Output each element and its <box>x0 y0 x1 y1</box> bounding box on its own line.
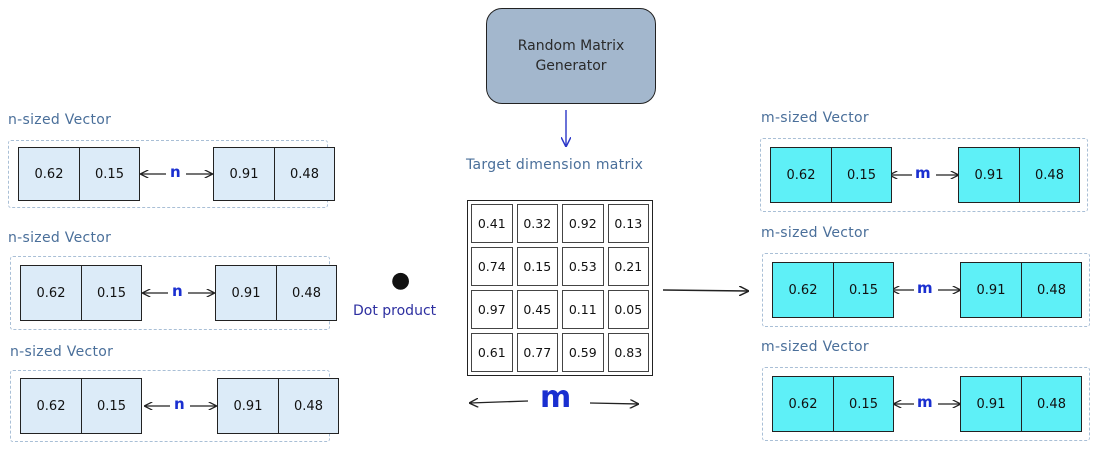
vector-cell: 0.91 <box>974 167 1004 183</box>
vector-cell: 0.62 <box>788 282 818 298</box>
vector-cell: 0.48 <box>276 266 336 320</box>
vector-segment: 0.91 0.48 <box>215 265 337 321</box>
vector-segment: 0.62 0.15 <box>770 147 892 203</box>
matrix-cell: 0.77 <box>516 333 558 372</box>
output-vector-group <box>760 138 1088 212</box>
input-vector-title: n-sized Vector <box>8 230 112 246</box>
vector-cell: 0.91 <box>233 398 263 414</box>
vector-cell: 0.15 <box>833 377 893 431</box>
matrix-cell: 0.05 <box>607 290 649 329</box>
random-matrix-generator: Random Matrix Generator <box>486 8 656 104</box>
vector-segment: 0.91 0.48 <box>958 147 1080 203</box>
matrix-cell: 0.97 <box>471 290 513 329</box>
vector-cell: 0.62 <box>36 285 66 301</box>
vector-cell: 0.62 <box>36 398 66 414</box>
vector-cell: 0.15 <box>833 263 893 317</box>
matrix-cell: 0.13 <box>607 204 649 243</box>
matrix-cell: 0.45 <box>516 290 558 329</box>
vector-cell: 0.91 <box>976 396 1006 412</box>
result-arrow <box>662 290 748 291</box>
matrix-cell: 0.59 <box>562 333 604 372</box>
vector-cell: 0.15 <box>81 266 141 320</box>
vector-segment: 0.91 0.48 <box>960 376 1082 432</box>
vector-dimension-label: m <box>917 279 933 297</box>
matrix-cell: 0.15 <box>516 247 558 286</box>
matrix-cell: 0.53 <box>562 247 604 286</box>
vector-segment: 0.91 0.48 <box>960 262 1082 318</box>
vector-segment: 0.62 0.15 <box>20 378 142 434</box>
matrix-cell: 0.83 <box>607 333 649 372</box>
m-arrow-right <box>589 403 638 404</box>
matrix-cell: 0.41 <box>471 204 513 243</box>
output-vector-title: m-sized Vector <box>761 339 869 355</box>
vector-segment: 0.91 0.48 <box>217 378 339 434</box>
vector-cell: 0.91 <box>231 285 261 301</box>
vector-segment: 0.62 0.15 <box>772 376 894 432</box>
vector-cell: 0.48 <box>278 379 338 433</box>
vector-cell: 0.62 <box>788 396 818 412</box>
vector-dimension-label: m <box>917 393 933 411</box>
vector-cell: 0.48 <box>1021 263 1081 317</box>
vector-dimension-label: n <box>174 395 185 413</box>
output-vector-title: m-sized Vector <box>761 225 869 241</box>
vector-cell: 0.15 <box>79 148 139 200</box>
target-matrix-title: Target dimension matrix <box>466 157 644 173</box>
vector-cell: 0.62 <box>786 167 816 183</box>
target-dimension-matrix: 0.41 0.32 0.92 0.13 0.74 0.15 0.53 0.21 … <box>467 200 653 376</box>
dot-product-label: Dot product <box>353 303 437 319</box>
vector-cell: 0.48 <box>274 148 334 200</box>
vector-dimension-label: n <box>170 163 181 181</box>
matrix-dimension-label: m <box>540 380 572 415</box>
vector-dimension-label: m <box>915 164 931 182</box>
matrix-cell: 0.32 <box>516 204 558 243</box>
matrix-cell: 0.21 <box>607 247 649 286</box>
input-vector-title: n-sized Vector <box>10 344 114 360</box>
vector-cell: 0.91 <box>229 166 259 182</box>
dot-product-symbol: ● <box>391 268 411 293</box>
input-vector-title: n-sized Vector <box>8 112 112 128</box>
matrix-cell: 0.92 <box>562 204 604 243</box>
vector-segment: 0.62 0.15 <box>772 262 894 318</box>
vector-cell: 0.15 <box>81 379 141 433</box>
m-arrow-left <box>470 401 529 403</box>
vector-cell: 0.62 <box>34 166 64 182</box>
vector-segment: 0.62 0.15 <box>20 265 142 321</box>
vector-cell: 0.91 <box>976 282 1006 298</box>
output-vector-group <box>762 367 1090 441</box>
matrix-cell: 0.74 <box>471 247 513 286</box>
vector-dimension-label: n <box>172 282 183 300</box>
matrix-cell: 0.11 <box>562 290 604 329</box>
vector-cell: 0.15 <box>831 148 891 202</box>
matrix-cell: 0.61 <box>471 333 513 372</box>
vector-cell: 0.48 <box>1021 377 1081 431</box>
vector-segment: 0.62 0.15 <box>18 147 140 201</box>
output-vector-group <box>762 253 1090 327</box>
output-vector-title: m-sized Vector <box>761 110 869 126</box>
vector-cell: 0.48 <box>1019 148 1079 202</box>
vector-segment: 0.91 0.48 <box>213 147 335 201</box>
